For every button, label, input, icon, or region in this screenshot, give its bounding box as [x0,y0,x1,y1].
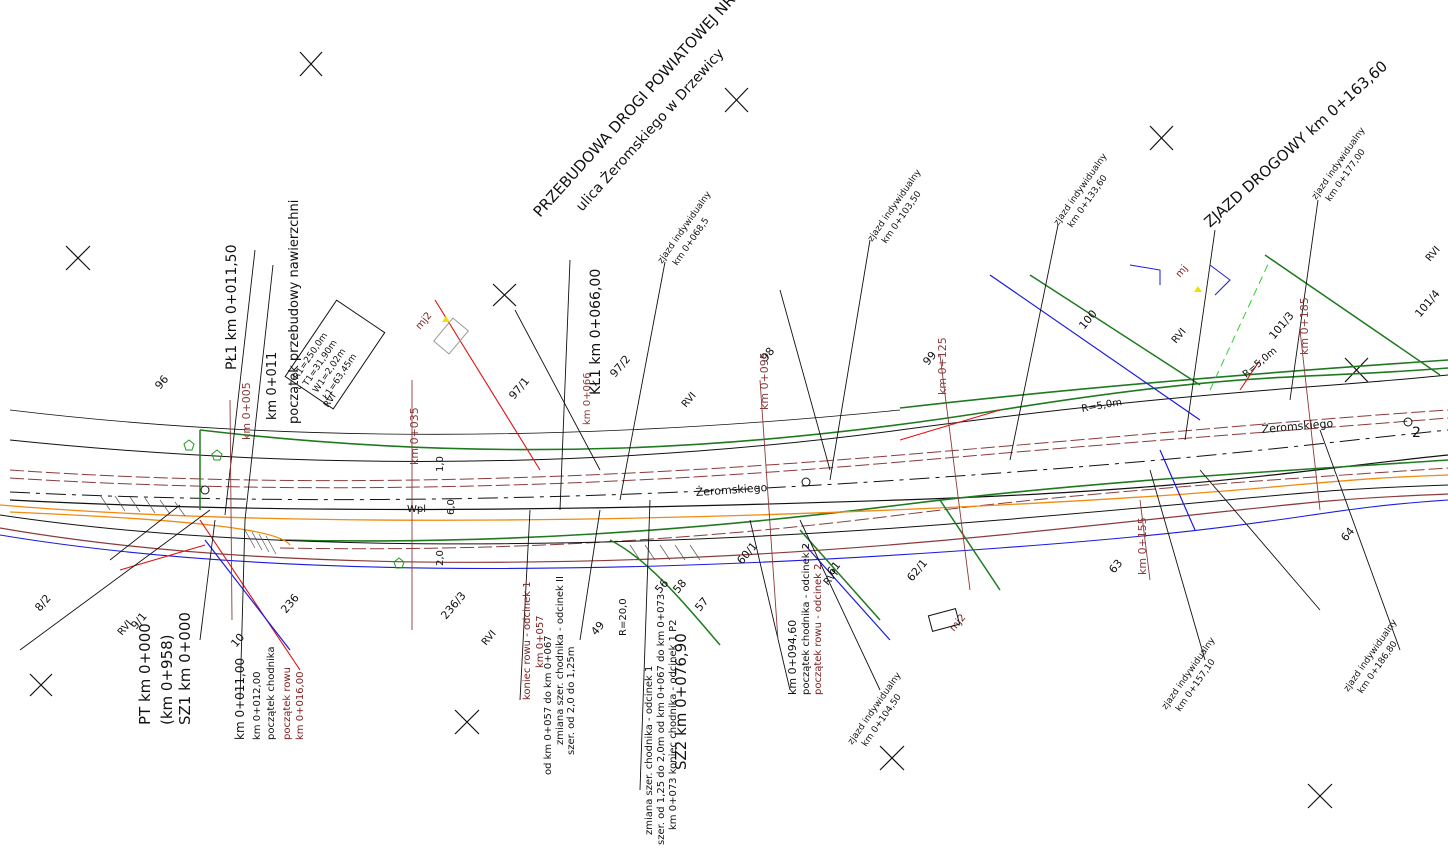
entrance-labels: zjazd indywidualny km 0+068,5 zjazd indy… [656,125,1400,748]
radius-5a: R=5,0m [1081,397,1123,415]
parcel-labels: 96 97/1 97/2 98 99 100 101/3 101/4 8/2 9… [32,287,1442,650]
km01600-label: km 0+016,00 [295,672,306,740]
rowu-start2-label: początek rowu - odcinek 2 [813,564,824,695]
km01200-desc-label: początek chodnika [266,646,277,740]
curve-parameter-box: R1=250,0m T1=31,90m W1=2,02m Ł1=63,45m [284,299,386,410]
km155-label: km 0+155 [1136,517,1149,575]
start-km-label: km 0+011 [265,352,280,420]
km066-label: km 0+066 [582,372,593,425]
zone-rvi-a: RVI [680,390,699,409]
zone-rvi-d: RVI [480,628,499,647]
zone-labels: RVI RVI RVI RVI RVI RVI [116,244,1443,647]
wpl-label: Wpl [407,504,426,515]
start-desc-label: początek przebudowy nawierzchni [287,200,302,424]
mj2a-label: mj2 [414,310,435,332]
zone-rvi-b: RVI [1170,326,1189,345]
road-edges [0,359,1448,570]
street-right: Żeromskiego [1261,417,1334,436]
parcel-100: 100 [1076,307,1099,331]
green-lines [199,254,1441,646]
num-2: 2 [1412,425,1421,441]
odc-change1-label: od km 0+057 do km 0+067 [543,635,554,775]
parcel-63: 63 [1106,557,1125,576]
vertical-labels: PŁ1 km 0+011,50 km 0+011 początek przebu… [136,200,1311,845]
width-20: 2,0 [435,550,446,566]
parcel-49: 49 [588,619,607,638]
km01100-label: km 0+011,00 [233,658,247,740]
parcel-101-4: 101/4 [1412,287,1442,320]
parcel-97-1: 97/1 [506,375,532,402]
zone-rvi-f: RVI [1424,244,1443,263]
rowu-end-label: koniec rowu - odcinek 1 [522,581,533,700]
chod-change2-label: szer. od 1,25 do 2,0m od km 0+067 do km … [656,594,667,845]
parcel-236-3: 236/3 [438,589,468,622]
parcel-64: 64 [1338,525,1357,544]
grid-crosses [29,51,1369,809]
mj2b-label: mj2 [948,612,969,634]
width-10: 1,0 [435,456,446,472]
pt-label: PT km 0+000 [136,623,154,725]
pl1-label: PŁ1 km 0+011,50 [224,245,240,371]
parcel-56: 56 [652,577,671,596]
chod-change3-label: km 0+073 koniec chodnika - odcinek 1 P2 [668,620,679,830]
odc-start2-label: początek chodnika - odcinek 2 [801,543,812,695]
pt-alt-label: (km 0+958) [158,634,176,725]
km125-label: km 0+125 [936,337,949,395]
km185-label: km 0+185 [1298,297,1311,355]
km057-label: km 0+057 [535,615,546,668]
km-lines [229,329,1321,641]
parcel-96: 96 [152,373,171,392]
mj-label: mj [1174,263,1190,280]
odc-change3-label: szer. od 2,0 do 1,25m [566,646,577,755]
sz1-label: SZ1 km 0+000 [176,612,194,725]
title-line2: ulica Żeromskiego w Drzewicy [572,45,728,215]
km005-label: km 0+005 [240,382,253,440]
sz2-label: SZ2 km 0+076,90 [672,633,690,770]
parcel-101-3: 101/3 [1266,309,1296,342]
red-lines [119,299,1261,671]
parcel-8-2: 8/2 [32,592,53,614]
parcel-62-1: 62/1 [904,557,930,584]
parcel-236: 236 [278,591,301,615]
km095-label: km 0+095 [758,352,771,410]
parcel-58: 58 [670,577,689,596]
road-exit-label: ZJAZD DROGOWY km 0+163,60 [1201,57,1391,231]
symbols [183,264,1413,632]
radius-20: R=20,0 [618,598,629,636]
parcel-10: 10 [228,631,247,650]
parcel-97-2: 97/2 [607,353,633,380]
radius-5b: R=5,0m [1241,346,1279,381]
hatched-kerbs [99,494,701,561]
km01200-label: km 0+012,00 [252,672,263,740]
km09460-label: km 0+094,60 [786,620,799,695]
odc-change2-label: zmiana szer. chodnika - odcinek II [555,576,566,745]
width-60: 6,0 [446,499,457,515]
chod-change1-label: zmiana szer. chodnika - odcinek 1 [644,666,655,835]
dashed-green-line [1209,259,1271,391]
street-main: Żeromskiego [695,481,768,499]
kl1-label: KŁ1 km 0+066,00 [588,269,604,395]
leader-lines [19,199,1401,791]
rowu-start-label: początek rowu [282,667,293,740]
title-line1: PRZEBUDOWA DROGI POWIATOWEJ NR 3109E [530,0,774,221]
parcel-57: 57 [692,595,711,614]
km035-label: km 0+035 [408,407,421,465]
